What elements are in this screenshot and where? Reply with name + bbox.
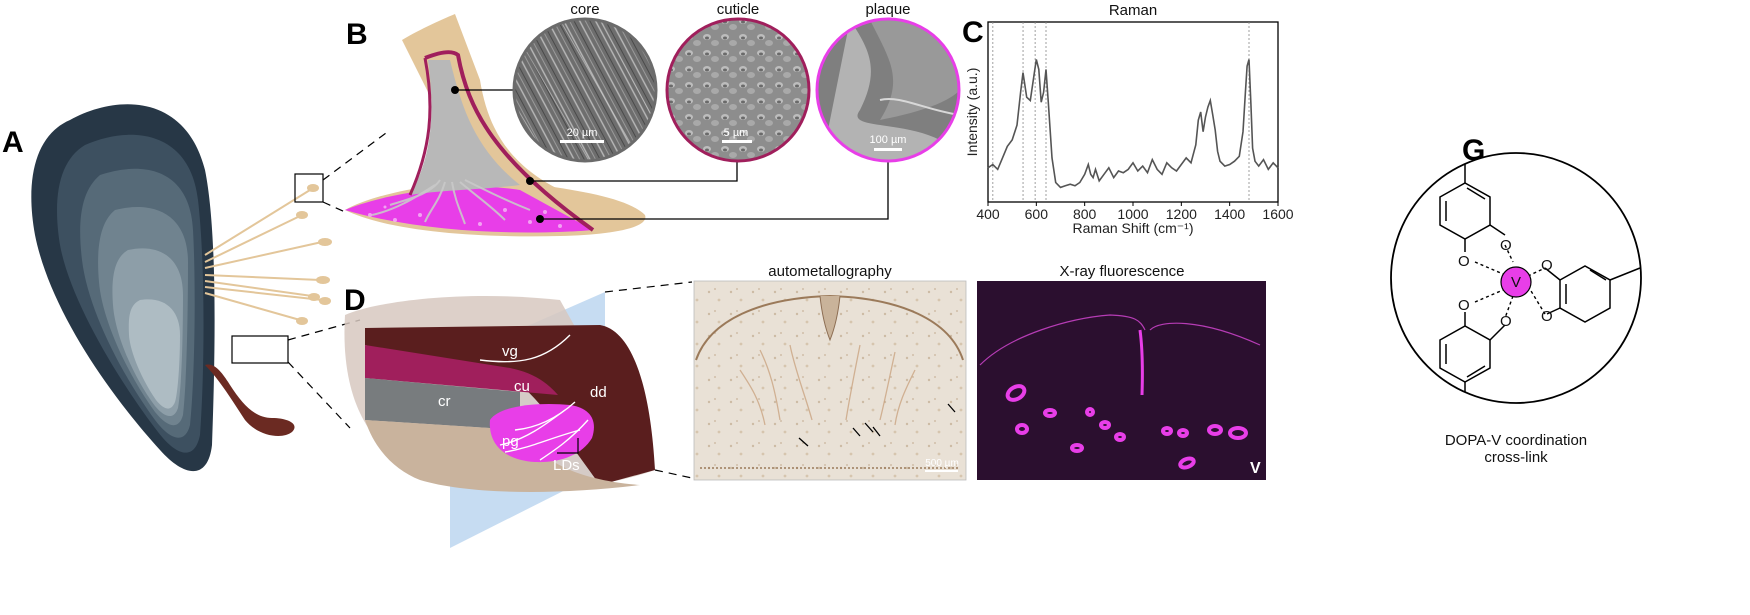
sem-core-title: core (570, 1, 599, 18)
mussel-illustration (31, 104, 391, 472)
xray-title: X-ray fluorescence (1059, 263, 1184, 280)
oxygen-3: O (1541, 257, 1553, 274)
sem-plaque-title: plaque (865, 1, 910, 18)
raman-xtick-label-800: 800 (1073, 206, 1097, 222)
sem-core-inset: core 20 µm (512, 1, 658, 163)
oxygen-6: O (1500, 313, 1512, 330)
raman-ylabel: Intensity (a.u.) (964, 68, 980, 157)
vanadium-center (1500, 266, 1532, 298)
dopa-v-caption-line1: DOPA-V coordination (1445, 432, 1587, 449)
sem-plaque-scale: 100 µm (870, 134, 907, 146)
dopa-v-diagram: O O O O O O V DOPA-V coordination cross-… (1390, 152, 1642, 466)
sem-cuticle-scale: 5 µm (724, 127, 749, 139)
label-cu: cu (514, 378, 530, 395)
raman-xtick-label-1000: 1000 (1117, 206, 1148, 222)
oxygen-4: O (1541, 308, 1553, 325)
raman-series-line (987, 59, 1279, 189)
raman-title: Raman (1109, 2, 1157, 19)
autometallography-image: autometallography 500 µm (693, 263, 967, 481)
raman-xtick-label-600: 600 (1025, 206, 1049, 222)
zoom-box-thread (294, 173, 324, 203)
label-dd: dd (590, 384, 607, 401)
panel-letter-b: B (346, 18, 368, 51)
panel-letter-c: C (962, 16, 984, 49)
label-pg: pg (502, 433, 519, 450)
sem-core-scale: 20 µm (567, 127, 598, 139)
label-lds: LDs (553, 457, 580, 474)
panel-letter-a: A (2, 126, 24, 159)
raman-xtick-label-1400: 1400 (1214, 206, 1245, 222)
zoom-box-foot (231, 335, 289, 364)
xray-fluorescence-image: X-ray fluorescence V (977, 263, 1266, 480)
sem-cuticle-title: cuticle (717, 1, 760, 18)
raman-xlabel: Raman Shift (cm⁻¹) (1073, 220, 1194, 236)
raman-plot-frame (987, 21, 1279, 203)
raman-chart: Raman 400 600 800 1000 1200 1400 1600 Raman Sh… (964, 2, 1294, 236)
panel-letter-d: D (344, 284, 366, 317)
oxygen-5: O (1458, 297, 1470, 314)
e-scale-label: 500 µm (925, 458, 959, 469)
dopa-v-caption-line2: cross-link (1484, 449, 1548, 466)
sem-cuticle-inset: cuticle 5 µm (665, 1, 811, 163)
raman-xtick-label-400: 400 (976, 206, 1000, 222)
label-vg: vg (502, 343, 518, 360)
raman-xtick-label-1600: 1600 (1262, 206, 1293, 222)
raman-xtick-label-1200: 1200 (1166, 206, 1197, 222)
f-element-label: V (1250, 460, 1261, 477)
autometallography-title: autometallography (768, 263, 892, 280)
label-cr: cr (438, 393, 451, 410)
sem-plaque-inset: plaque 100 µm (815, 1, 961, 163)
foot-cross-section: vg cu cr dd pg LDs (344, 281, 693, 548)
oxygen-2: O (1458, 253, 1470, 270)
oxygen-1: O (1500, 237, 1512, 254)
vanadium-label: V (1511, 274, 1521, 291)
byssal-thread-illustration (345, 14, 889, 237)
